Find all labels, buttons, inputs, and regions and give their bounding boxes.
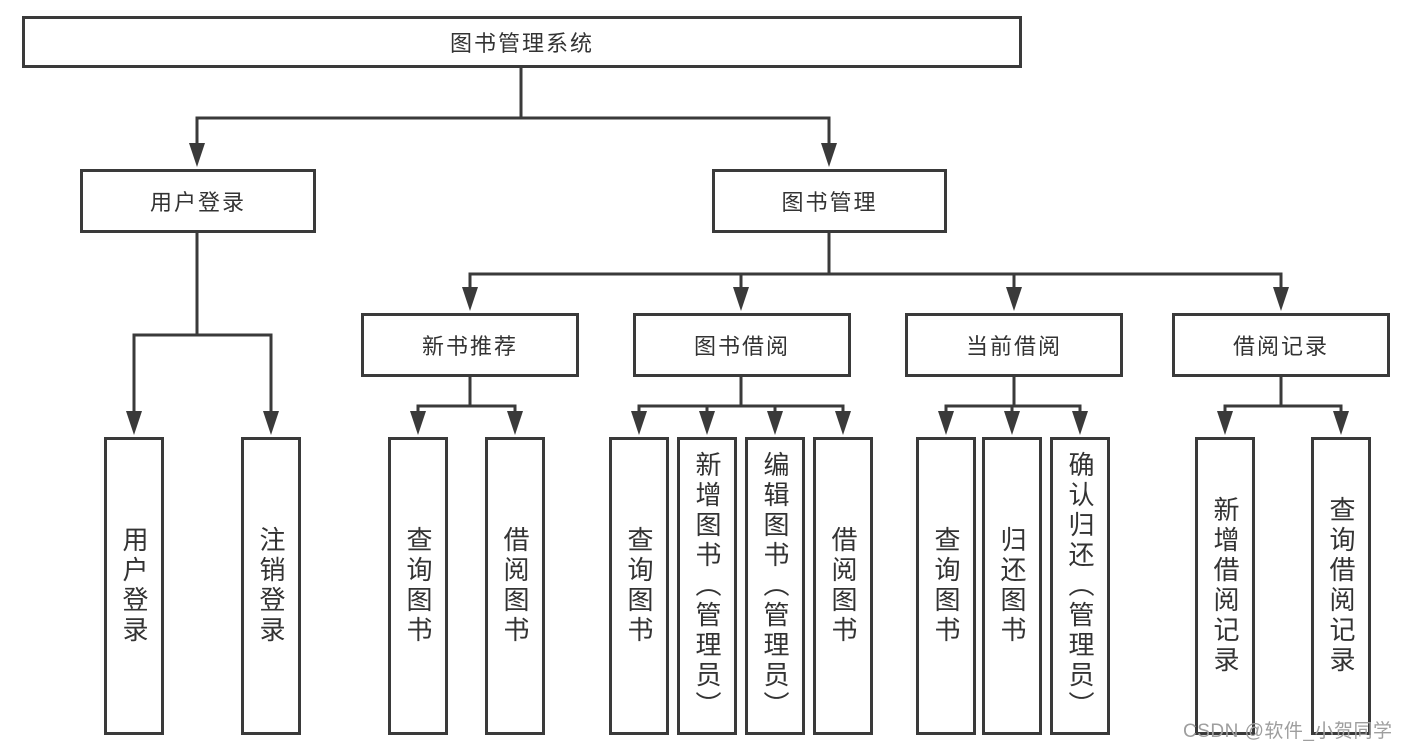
- node-leaf-newbook-query: 查询图书: [388, 437, 448, 735]
- node-leaf-record-query-label: 查询借阅记录: [1326, 496, 1356, 676]
- node-book-management-label: 图书管理: [781, 190, 878, 215]
- connector-root-children: [189, 66, 837, 167]
- node-leaf-borrow-edit: 编辑图书（管理员）: [745, 437, 805, 735]
- connector-login-children: [126, 231, 279, 435]
- node-leaf-logout-label: 注销登录: [256, 526, 286, 646]
- node-leaf-user-login-label: 用户登录: [119, 526, 149, 646]
- node-leaf-borrow-add: 新增图书（管理员）: [677, 437, 737, 735]
- connector-record-children: [1217, 375, 1349, 435]
- node-leaf-record-query: 查询借阅记录: [1311, 437, 1371, 735]
- node-root-label: 图书管理系统: [449, 31, 594, 56]
- node-leaf-current-return: 归还图书: [982, 437, 1042, 735]
- node-leaf-newbook-query-label: 查询图书: [403, 526, 433, 646]
- node-new-book-recommend: 新书推荐: [361, 313, 579, 377]
- node-borrowing-records-label: 借阅记录: [1232, 334, 1329, 359]
- connector-management-children: [462, 231, 1289, 311]
- node-book-management: 图书管理: [712, 169, 947, 233]
- node-leaf-borrow-borrow: 借阅图书: [813, 437, 873, 735]
- node-root: 图书管理系统: [22, 16, 1022, 68]
- node-book-borrowing-label: 图书借阅: [693, 334, 790, 359]
- node-leaf-current-confirm-label: 确认归还（管理员）: [1065, 451, 1095, 721]
- node-leaf-newbook-borrow-label: 借阅图书: [500, 526, 530, 646]
- node-book-borrowing: 图书借阅: [633, 313, 851, 377]
- node-leaf-borrow-edit-label: 编辑图书（管理员）: [760, 451, 790, 721]
- node-leaf-borrow-add-label: 新增图书（管理员）: [692, 451, 722, 721]
- node-leaf-borrow-query: 查询图书: [609, 437, 669, 735]
- node-user-login: 用户登录: [80, 169, 316, 233]
- node-current-borrowing-label: 当前借阅: [965, 334, 1062, 359]
- node-user-login-label: 用户登录: [149, 190, 246, 215]
- node-new-book-recommend-label: 新书推荐: [421, 334, 518, 359]
- connector-newbook-children: [410, 375, 523, 435]
- connector-current-children: [938, 375, 1088, 435]
- node-leaf-newbook-borrow: 借阅图书: [485, 437, 545, 735]
- node-leaf-record-add: 新增借阅记录: [1195, 437, 1255, 735]
- node-leaf-user-login: 用户登录: [104, 437, 164, 735]
- node-leaf-current-query: 查询图书: [916, 437, 976, 735]
- node-leaf-record-add-label: 新增借阅记录: [1210, 496, 1240, 676]
- node-leaf-current-query-label: 查询图书: [931, 526, 961, 646]
- node-leaf-borrow-borrow-label: 借阅图书: [828, 526, 858, 646]
- connector-borrow-children: [631, 375, 851, 435]
- csdn-watermark: CSDN @软件_小贺同学: [1183, 721, 1393, 742]
- node-leaf-borrow-query-label: 查询图书: [624, 526, 654, 646]
- node-leaf-logout: 注销登录: [241, 437, 301, 735]
- node-current-borrowing: 当前借阅: [905, 313, 1123, 377]
- node-leaf-current-confirm: 确认归还（管理员）: [1050, 437, 1110, 735]
- node-leaf-current-return-label: 归还图书: [997, 526, 1027, 646]
- node-borrowing-records: 借阅记录: [1172, 313, 1390, 377]
